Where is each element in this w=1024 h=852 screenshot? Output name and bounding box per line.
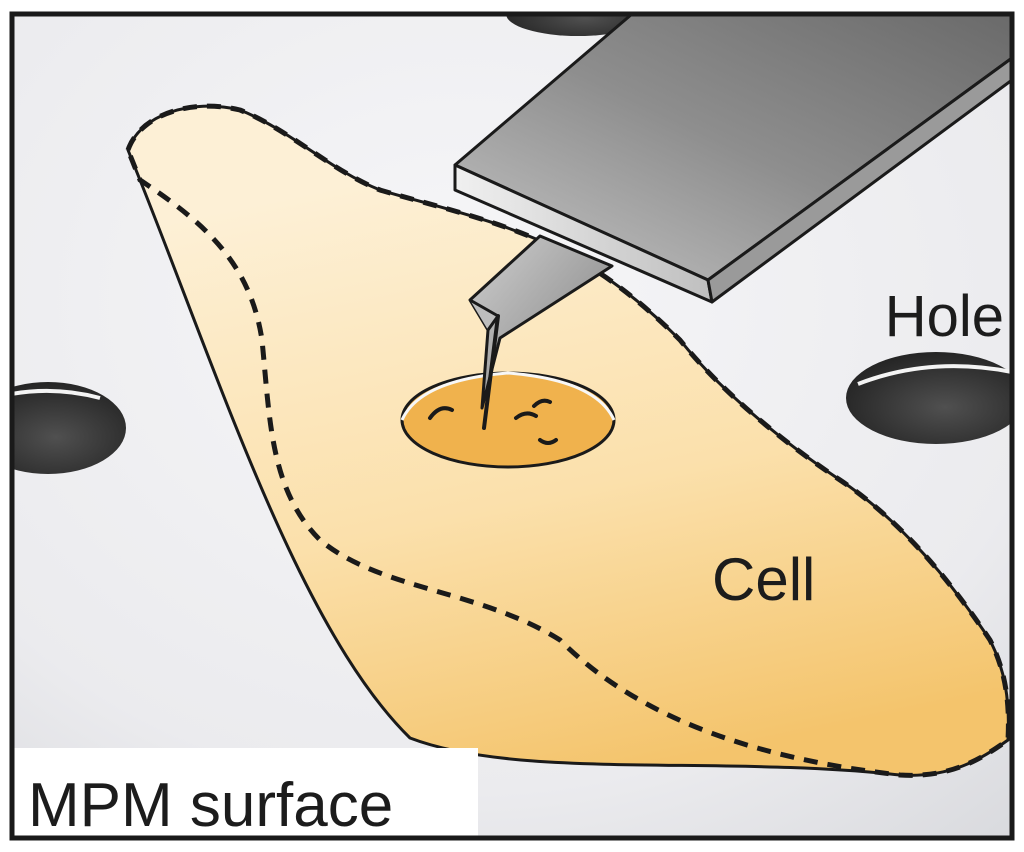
figure-frame xyxy=(9,11,1015,841)
hole-right xyxy=(846,352,1012,444)
cell-top-outline xyxy=(125,103,1011,778)
hole-left xyxy=(12,382,126,474)
hole-center xyxy=(400,371,616,469)
surface-label-background xyxy=(14,748,478,838)
probe-tip xyxy=(468,234,614,430)
surface-label: MPM surface xyxy=(28,771,393,840)
cell-label: Cell xyxy=(712,546,815,613)
hole-label: Hole xyxy=(885,284,1004,349)
cantilever-beam xyxy=(453,14,1012,304)
